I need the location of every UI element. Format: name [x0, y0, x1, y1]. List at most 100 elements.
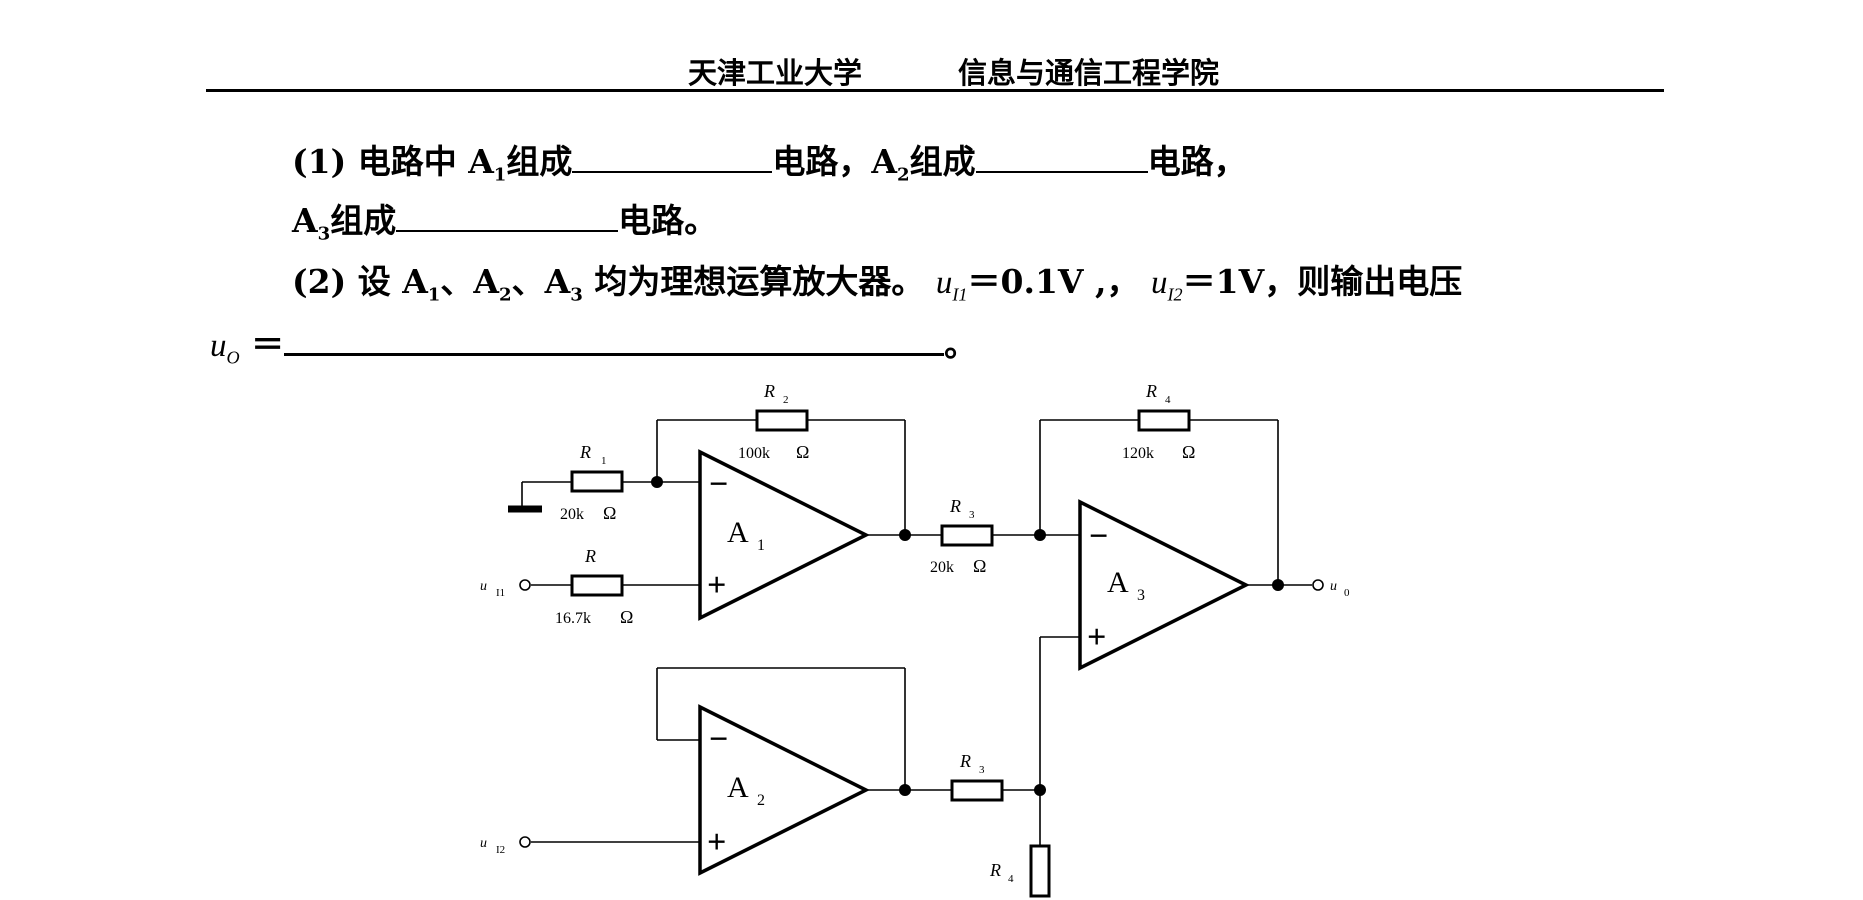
- part2-sub3: 3: [570, 284, 583, 306]
- part1-text-c: 电路，A: [772, 142, 898, 181]
- r3-top-unit: Ω: [973, 556, 986, 576]
- question-part2-line2: uO ＝。: [210, 318, 977, 369]
- r4-top-value: 120k: [1122, 445, 1154, 462]
- resistor-r3-top: [940, 524, 994, 547]
- answer-blank-a1[interactable]: [572, 170, 773, 173]
- junction-dot: [899, 784, 911, 796]
- output-label: u: [1330, 579, 1337, 594]
- ui1-sub: I1: [952, 284, 968, 305]
- input1-label: u: [480, 579, 487, 594]
- input-terminal-ui1: [519, 579, 531, 591]
- a3-plus-sign: +: [1087, 619, 1106, 656]
- a1-minus-sign: −: [709, 466, 728, 503]
- ui2-symbol: u: [1151, 265, 1168, 301]
- part1-a1-sub: 1: [493, 164, 507, 186]
- input-terminal-ui2: [519, 836, 531, 848]
- answer-blank-uo[interactable]: [284, 352, 945, 356]
- a3-minus-sign: −: [1089, 518, 1108, 555]
- input2-label: u: [480, 836, 487, 851]
- header-rule: [206, 89, 1664, 92]
- part2-text-d: 均为理想运算放大器。: [582, 262, 925, 301]
- resistor-r3-bottom: [950, 779, 1004, 802]
- part2-sub1: 1: [427, 284, 441, 306]
- junction-dot: [1034, 529, 1046, 541]
- output-label-sub: 0: [1344, 587, 1350, 599]
- ui2-sub: I2: [1167, 284, 1183, 305]
- resistor-r4-top: [1137, 409, 1191, 432]
- r4-top-label-sub: 4: [1165, 394, 1171, 406]
- question-part2-line1: (2) 设 A1、A2、A3 均为理想运算放大器。 uI1＝0.1V ,， uI…: [292, 255, 1462, 306]
- part1-text-a: 电路中 A: [357, 142, 494, 181]
- r-label: R: [584, 546, 596, 566]
- r3-bottom-label-sub: 3: [979, 764, 985, 776]
- r4-top-unit: Ω: [1182, 442, 1195, 462]
- r2-label: R: [763, 381, 775, 401]
- r4-top-label: R: [1145, 381, 1157, 401]
- part1-a3-sub: 3: [317, 223, 331, 245]
- department-name: 信息与通信工程学院: [958, 56, 1220, 90]
- r-unit: Ω: [620, 607, 633, 627]
- answer-blank-a2[interactable]: [975, 170, 1148, 173]
- a3-label-sub: 3: [1137, 587, 1145, 604]
- resistor-r1: [570, 470, 624, 493]
- r1-label-sub: 1: [601, 455, 607, 467]
- a1-label: A: [727, 516, 749, 549]
- junction-dot: [1272, 579, 1284, 591]
- part2-end: 。: [944, 325, 978, 364]
- part1-text-b: 组成: [506, 142, 573, 181]
- answer-blank-a3[interactable]: [396, 229, 619, 232]
- junction-dot: [899, 529, 911, 541]
- r4-bottom-label-sub: 4: [1008, 873, 1014, 885]
- r2-value: 100k: [738, 445, 770, 462]
- part1-text-f: 组成: [330, 201, 397, 240]
- r1-value: 20k: [560, 506, 584, 523]
- ui1-value: ＝0.1V ,，: [967, 262, 1140, 301]
- r3-bottom-label: R: [959, 751, 971, 771]
- part1-text-d: 组成: [909, 142, 976, 181]
- a3-label: A: [1107, 566, 1129, 599]
- r2-unit: Ω: [796, 442, 809, 462]
- opamp-a3-symbol: [1078, 499, 1250, 671]
- junction-dot: [651, 476, 663, 488]
- uo-eq: ＝: [251, 325, 285, 364]
- resistor-r2: [755, 409, 809, 432]
- ui2-value: ＝1V，则输出电压: [1182, 262, 1463, 301]
- r3-top-label-sub: 3: [969, 509, 975, 521]
- part1-label: (1): [292, 142, 347, 181]
- r2-label-sub: 2: [783, 394, 789, 406]
- resistor-r: [570, 574, 624, 597]
- part2-label: (2): [292, 262, 347, 301]
- question-part1-line2: A3组成 电路。: [292, 194, 717, 245]
- input2-label-sub: I2: [496, 844, 505, 856]
- a2-label-sub: 2: [757, 792, 765, 809]
- part1-text-a3: A: [292, 201, 318, 240]
- a1-label-sub: 1: [757, 537, 765, 554]
- uo-sub: O: [226, 347, 240, 368]
- output-terminal-uo: [1312, 579, 1324, 591]
- a2-plus-sign: +: [707, 824, 726, 861]
- input1-label-sub: I1: [496, 587, 505, 599]
- resistor-r4-bottom: [1029, 844, 1051, 898]
- r1-label: R: [579, 442, 591, 462]
- page-header: 天津工业大学 信息与通信工程学院: [0, 50, 1863, 90]
- part2-text-c: 、A: [511, 262, 571, 301]
- ui1-symbol: u: [935, 265, 953, 301]
- r3-top-label: R: [949, 496, 961, 516]
- a1-plus-sign: +: [707, 567, 726, 604]
- junction-dot: [1034, 784, 1046, 796]
- opamp-a1-symbol: [698, 449, 870, 621]
- university-name: 天津工业大学: [688, 56, 863, 90]
- a2-label: A: [727, 771, 749, 804]
- r4-bottom-label: R: [989, 860, 1001, 880]
- question-part1-line1: (1) 电路中 A1组成电路，A2组成电路，: [292, 135, 1247, 186]
- part2-text-a: 设 A: [357, 262, 428, 301]
- opamp-a2-symbol: [698, 704, 870, 876]
- r-value: 16.7k: [555, 610, 591, 627]
- part1-a2-sub: 2: [897, 164, 910, 186]
- part1-text-g: 电路。: [618, 201, 718, 240]
- r3-top-value: 20k: [930, 559, 954, 576]
- a2-minus-sign: −: [709, 721, 728, 758]
- part2-sub2: 2: [499, 284, 512, 306]
- part2-text-b: 、A: [440, 262, 500, 301]
